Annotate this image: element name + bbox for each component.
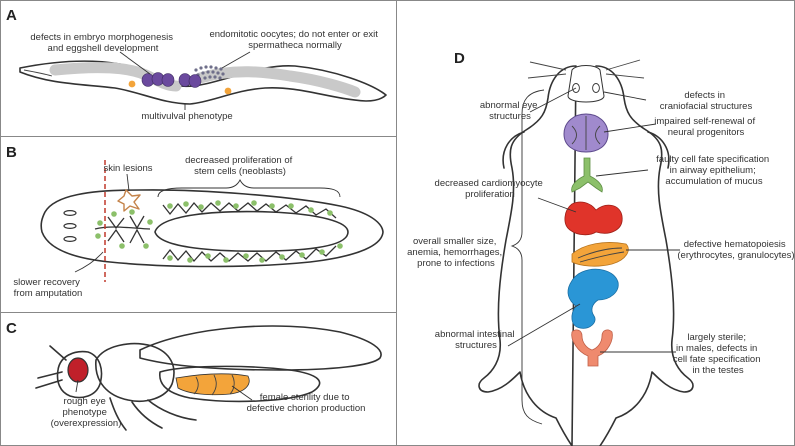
fly-ovary	[175, 373, 250, 396]
oocytes-dotted	[194, 65, 225, 80]
leader-sterility	[231, 385, 253, 401]
mouse-reproductive	[571, 329, 613, 367]
spermatheca-left	[128, 80, 136, 88]
label-female-sterility: female sterility due to defective chorio…	[247, 392, 366, 414]
fly-head	[56, 350, 103, 399]
label-stem-cells: decreased proliferation of stem cells (n…	[185, 155, 295, 177]
leader-rough-eye	[75, 379, 79, 393]
label-intestinal: abnormal intestinal structures	[435, 329, 517, 351]
fly-abdomen	[159, 365, 321, 403]
planarian-eyes	[63, 210, 77, 243]
panel-b: B	[6, 144, 384, 299]
skin-lesion	[117, 189, 141, 212]
panel-c: C rough eye phenotype (overexpression) f…	[6, 320, 382, 431]
worm-pharynx	[23, 69, 53, 77]
fly-eye	[67, 357, 89, 383]
mouse-brain-folds	[571, 116, 601, 150]
overall-brace	[510, 89, 545, 425]
label-hematopoiesis: defective hematopoiesis (erythrocytes, g…	[677, 239, 794, 261]
panel-c-letter: C	[6, 320, 17, 337]
panel-b-letter: B	[6, 144, 17, 161]
label-neural-progenitors: impaired self-renewal of neural progenit…	[654, 116, 758, 138]
leader-intestinal	[507, 303, 581, 347]
neoblast-cells	[95, 200, 343, 263]
label-rough-eye: rough eye phenotype (overexpression)	[51, 396, 122, 429]
label-overall: overall smaller size, anemia, hemorrhage…	[407, 236, 505, 269]
mouse-heart	[564, 201, 623, 236]
label-airway: faulty cell fate specification in airway…	[656, 154, 772, 187]
mouse-intestine	[567, 268, 619, 329]
label-embryo-defects: defects in embryo morphogenesis and eggs…	[30, 32, 175, 54]
fly-thorax	[95, 342, 175, 402]
leader-cardio	[537, 197, 577, 213]
embryos	[141, 72, 202, 88]
fly-legs	[109, 397, 197, 431]
label-recovery: slower recovery from amputation	[13, 277, 82, 299]
mouse-forepaws	[502, 131, 670, 169]
label-abnormal-eye: abnormal eye structures	[480, 100, 540, 122]
panel-d-letter: D	[454, 50, 465, 67]
leader-airway	[595, 169, 649, 177]
label-multivulval: multivulval phenotype	[141, 111, 232, 122]
worm-gonad-right	[194, 66, 361, 98]
label-craniofacial: defects in craniofacial structures	[660, 90, 753, 112]
fly-ovary-lines	[193, 374, 235, 396]
label-skin-lesions: skin lesions	[103, 163, 152, 174]
leader-skin	[126, 173, 130, 192]
fly-bristles	[35, 345, 67, 389]
spermatheca-right	[224, 87, 232, 95]
panel-a-letter: A	[6, 7, 17, 24]
panel-d: D abnormal eye	[407, 50, 795, 446]
mouse-whiskers	[527, 59, 645, 79]
label-sterile: largely sterile; in males, defects in ce…	[673, 332, 763, 376]
label-oocytes: endomitotic oocytes; do not enter or exi…	[209, 29, 380, 51]
mouse-spleen-lines	[577, 247, 625, 263]
planarian-body	[40, 189, 384, 268]
planarian-gut-ring	[154, 210, 349, 252]
leader-recovery	[74, 251, 104, 273]
mouse-spleen	[571, 242, 629, 267]
leader-oocytes	[221, 51, 251, 69]
leader-eye	[529, 87, 577, 113]
stem-bracket	[157, 178, 341, 198]
label-cardiomyocyte: decreased cardiomyocyte proliferation	[435, 178, 546, 200]
mouse-skull	[567, 65, 605, 103]
fly-wing	[139, 325, 382, 371]
leader-embryo	[119, 51, 151, 75]
leader-neural	[603, 123, 657, 133]
leader-craniofacial	[603, 91, 647, 101]
mouse-body	[478, 65, 694, 446]
panel-a: A defects in embryo morphogenesis an	[6, 7, 387, 122]
mouse-airway	[571, 157, 603, 193]
gut-branches	[94, 201, 337, 263]
